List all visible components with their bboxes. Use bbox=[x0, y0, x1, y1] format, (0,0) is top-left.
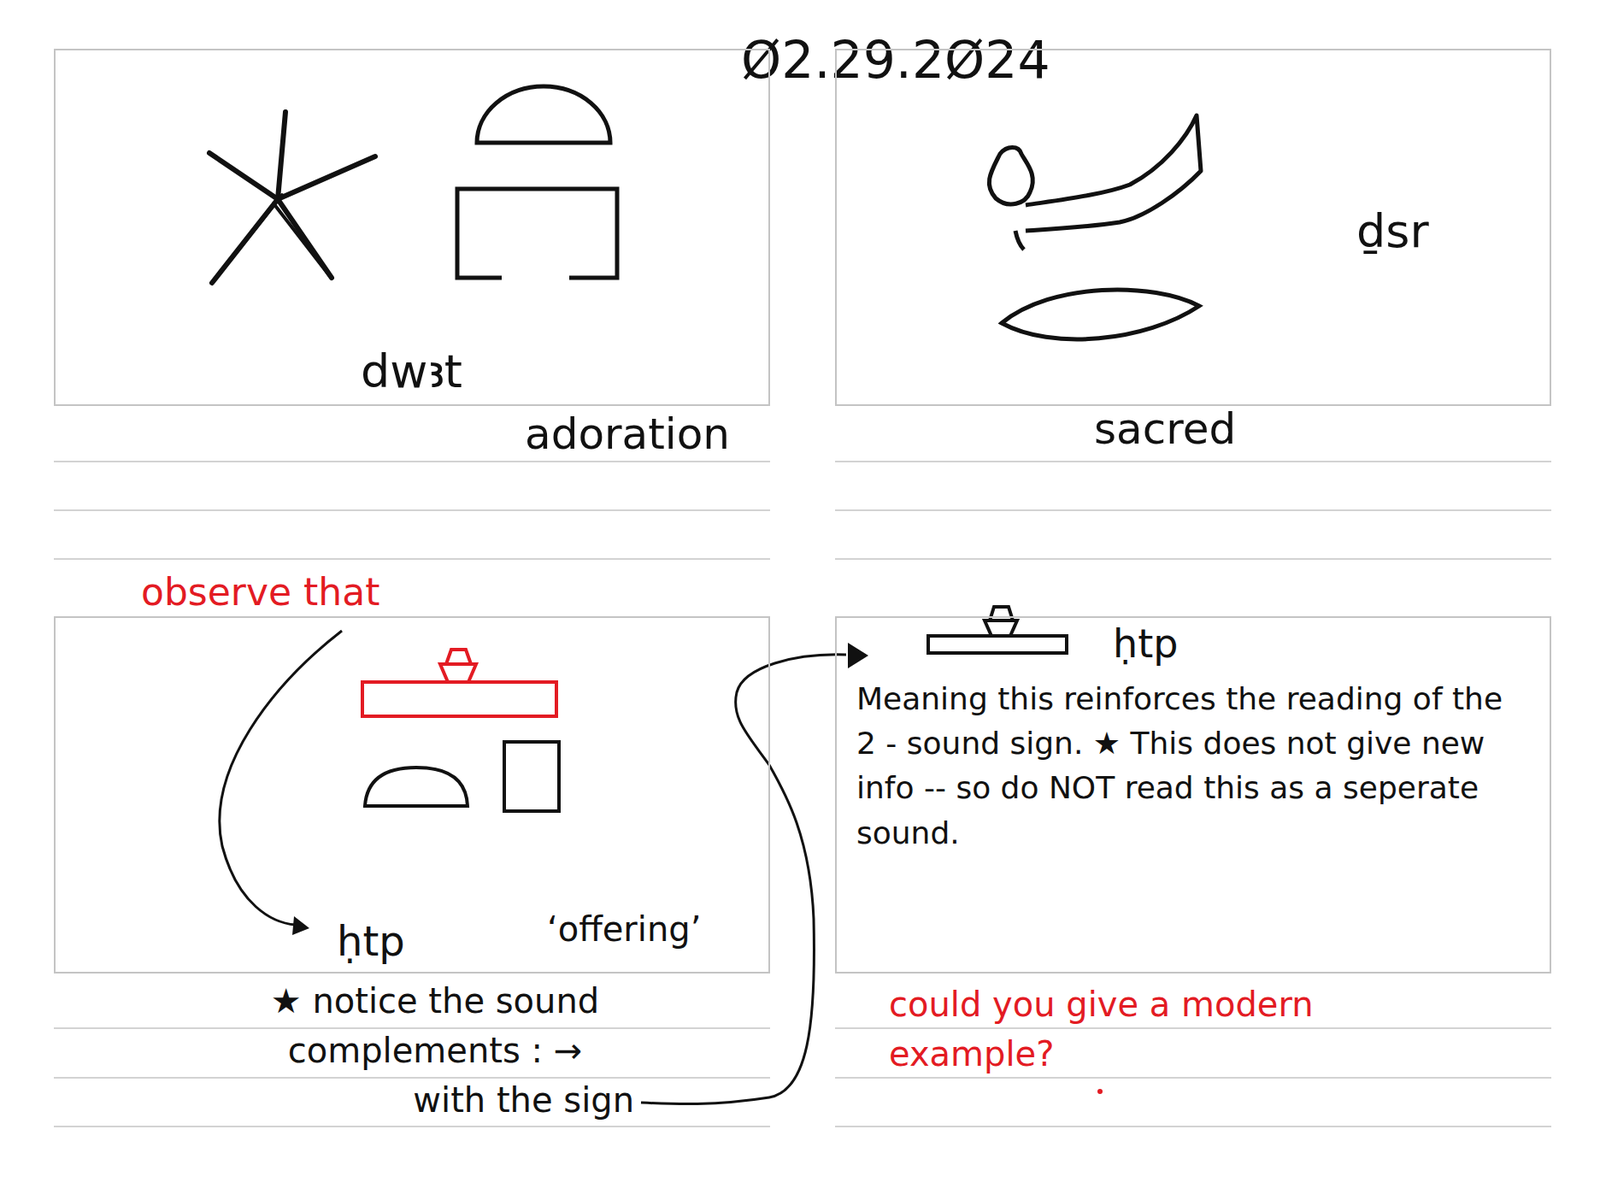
date-heading: Ø2.29.2Ø24 bbox=[735, 30, 1056, 90]
margin-note: with the sign bbox=[412, 1078, 635, 1122]
offering-table-glyph bbox=[928, 606, 1067, 653]
note-panel: ḏsrsacred bbox=[835, 48, 1552, 406]
margin-note: ★ notice the sound complements : → bbox=[191, 976, 679, 1076]
note-panel: ḥtp ‘offering’ bbox=[53, 616, 771, 974]
translation: sacred bbox=[1094, 405, 1236, 455]
note-panel: dwꜣtadoration bbox=[53, 48, 771, 406]
leader-line bbox=[641, 654, 847, 1105]
ruled-lines bbox=[53, 461, 1552, 1127]
arrowhead bbox=[292, 916, 310, 936]
question-note: could you give a modern example? bbox=[888, 979, 1453, 1079]
star-glyph bbox=[209, 111, 376, 283]
transliteration: ḥtp bbox=[1112, 621, 1178, 667]
mouth-glyph bbox=[1001, 289, 1200, 340]
transliteration: ḏsr bbox=[1356, 205, 1430, 259]
translation: ‘offering’ bbox=[547, 909, 701, 949]
house-glyph bbox=[457, 188, 618, 278]
margin-note: observe that bbox=[141, 570, 380, 615]
ink-dot bbox=[1097, 1088, 1103, 1095]
transliteration: ḥtp bbox=[336, 917, 406, 965]
bread-loaf-glyph bbox=[364, 767, 468, 806]
bread-loaf-glyph bbox=[476, 86, 611, 143]
note-panel: ḥtpMeaning this reinforces the reading o… bbox=[835, 616, 1552, 974]
explanation-note: Meaning this reinforces the reading of t… bbox=[856, 676, 1524, 856]
arm-glyph bbox=[988, 115, 1201, 250]
transliteration: dwꜣt bbox=[360, 345, 463, 399]
translation: adoration bbox=[524, 410, 730, 460]
offering-table-glyph bbox=[362, 649, 557, 717]
stool-glyph bbox=[504, 741, 559, 812]
leader-line bbox=[219, 630, 342, 925]
arrowhead bbox=[847, 642, 869, 669]
